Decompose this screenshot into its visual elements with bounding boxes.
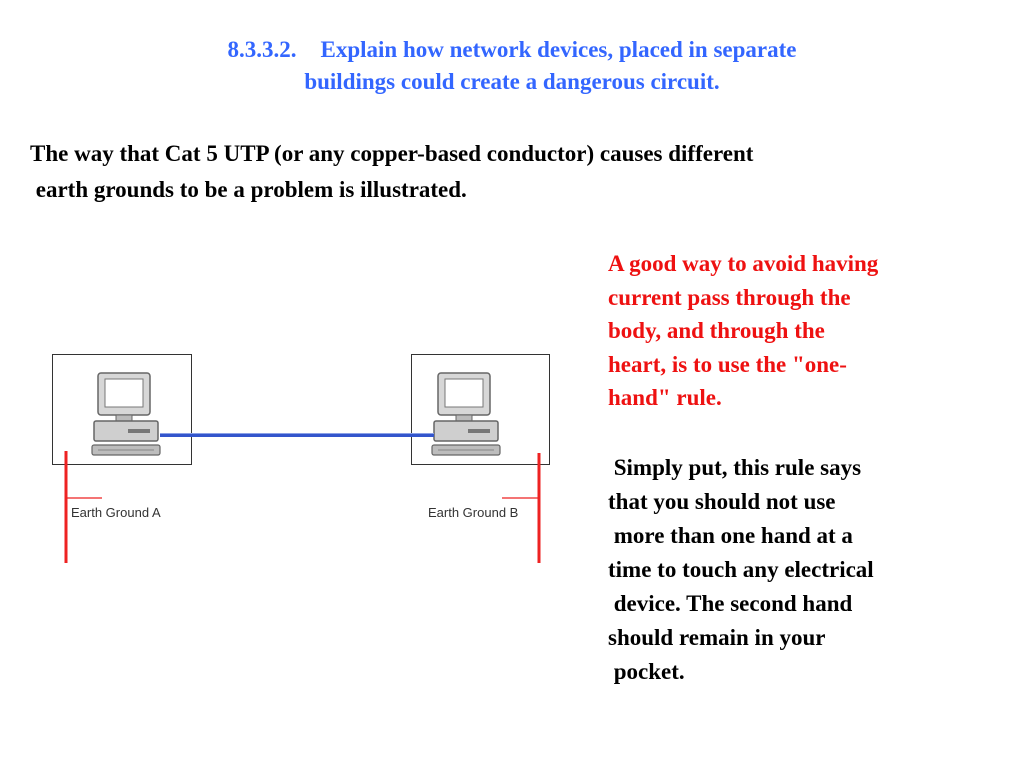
intro-line-2: earth grounds to be a problem is illustr…: [30, 177, 467, 202]
explanation-line: more than one hand at a: [608, 523, 853, 548]
note-line: current pass through the: [608, 284, 851, 310]
computer-icon: [91, 372, 161, 456]
note-line: heart, is to use the "one-: [608, 351, 847, 377]
note-line: hand" rule.: [608, 385, 722, 410]
slide-title: 8.3.3.2. Explain how network devices, pla…: [0, 34, 1024, 98]
explanation-line: Simply put, this rule says: [608, 455, 862, 480]
title-line-1: 8.3.3.2. Explain how network devices, pla…: [0, 34, 1024, 66]
computer-icon: [431, 372, 501, 456]
note-line: A good way to avoid having: [608, 251, 879, 276]
earth-ground-b-label: Earth Ground B: [428, 505, 518, 520]
network-ground-diagram: Earth Ground A Earth Ground B: [52, 354, 550, 563]
title-line-2: buildings could create a dangerous circu…: [304, 69, 720, 94]
explanation-line: pocket.: [608, 659, 685, 684]
section-number: 8.3.3.2.: [227, 37, 297, 62]
title-text-1: Explain how network devices, placed in s…: [320, 37, 797, 62]
explanation-line: time to touch any electrical: [608, 557, 874, 582]
rule-explanation: Simply put, this rule says that you shou…: [608, 451, 1008, 689]
earth-ground-a-label: Earth Ground A: [71, 505, 161, 520]
one-hand-rule-note: A good way to avoid having current pass …: [608, 247, 1008, 415]
note-line: body, and through the: [608, 318, 825, 343]
explanation-line: should remain in your: [608, 625, 826, 650]
explanation-line: that you should not use: [608, 489, 836, 514]
device-box-a: [52, 354, 192, 465]
intro-paragraph: The way that Cat 5 UTP (or any copper-ba…: [30, 136, 990, 208]
explanation-line: device. The second hand: [608, 591, 853, 616]
intro-line-1: The way that Cat 5 UTP (or any copper-ba…: [30, 141, 754, 166]
device-box-b: [411, 354, 550, 465]
